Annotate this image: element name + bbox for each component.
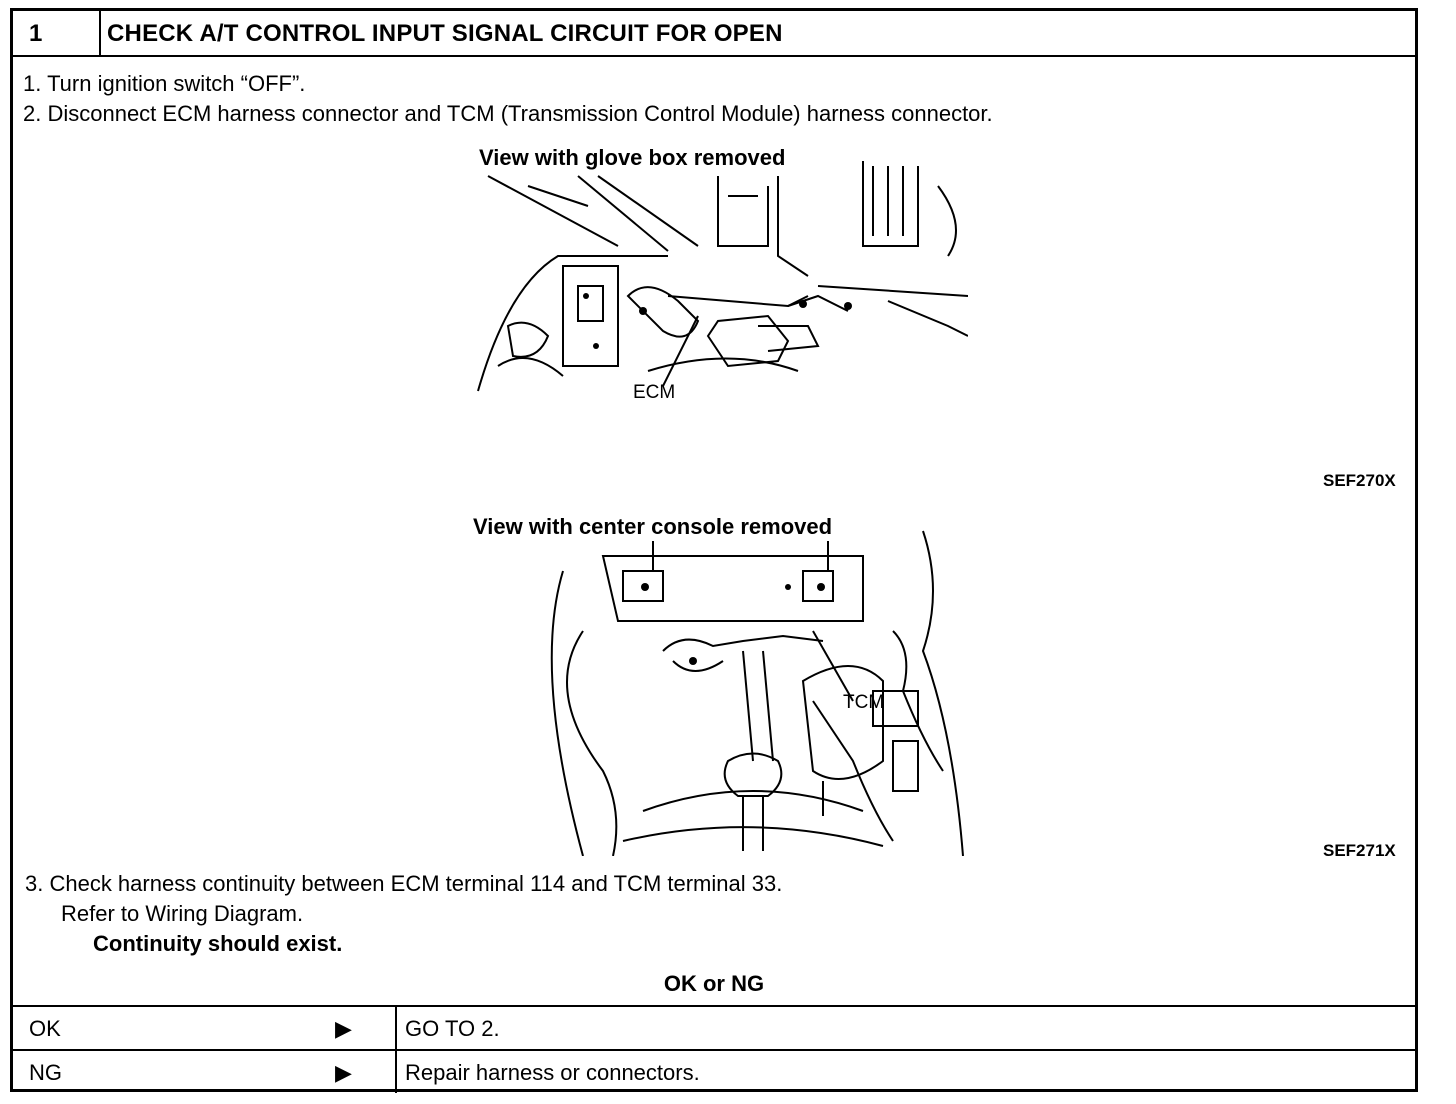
step-number: 1 <box>29 20 43 47</box>
procedure-table: 1 CHECK A/T CONTROL INPUT SIGNAL CIRCUIT… <box>10 8 1418 1093</box>
continuity-spec: Continuity should exist. <box>93 931 343 956</box>
result-row-ok: OK ▶ GO TO 2. <box>13 1007 1415 1049</box>
result-label: NG <box>29 1060 62 1085</box>
step-3-note: Refer to Wiring Diagram. <box>61 901 304 926</box>
right-arrow-icon: ▶ <box>335 1060 352 1085</box>
step-3: 3. Check harness continuity between ECM … <box>25 871 783 896</box>
procedure-title: CHECK A/T CONTROL INPUT SIGNAL CIRCUIT F… <box>107 20 783 47</box>
result-row-ng: NG ▶ Repair harness or connectors. <box>13 1049 1415 1093</box>
figure2-code: SEF271X <box>1323 841 1396 860</box>
result-action: GO TO 2. <box>405 1016 500 1041</box>
result-action: Repair harness or connectors. <box>405 1060 700 1085</box>
result-divider <box>395 1051 397 1093</box>
result-table: OK ▶ GO TO 2. NG ▶ Repair harness or con… <box>13 1005 1415 1093</box>
result-divider <box>395 1007 397 1049</box>
figure1-code: SEF270X <box>1323 471 1396 490</box>
header-divider <box>99 11 101 55</box>
result-heading: OK or NG <box>663 971 765 996</box>
step-1: 1. Turn ignition switch “OFF”. <box>23 71 306 96</box>
figure1-title: View with glove box removed <box>479 145 786 170</box>
header-row: 1 CHECK A/T CONTROL INPUT SIGNAL CIRCUIT… <box>13 11 1415 57</box>
center-console-illustration <box>550 530 964 856</box>
figure2-title: View with center console removed <box>473 514 833 539</box>
result-label: OK <box>29 1016 61 1041</box>
ecm-label: ECM <box>633 382 676 403</box>
glove-box-illustration <box>477 161 968 392</box>
tcm-label: TCM <box>843 692 885 713</box>
right-arrow-icon: ▶ <box>335 1016 352 1041</box>
step-2: 2. Disconnect ECM harness connector and … <box>23 101 993 126</box>
